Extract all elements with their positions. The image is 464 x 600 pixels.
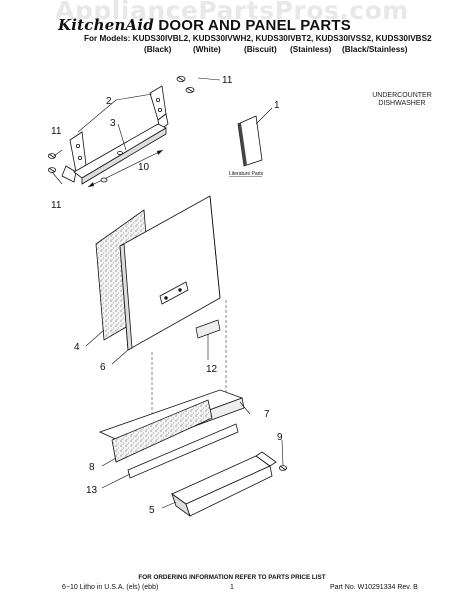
appliance-type-line2: DISHWASHER	[378, 100, 426, 107]
litho-info: 6−10 Litho in U.S.A. (els) (ebb)	[62, 584, 159, 591]
literature-parts: Literature Parts	[229, 115, 264, 177]
callout-6: 6	[100, 362, 106, 373]
callout-1: 1	[274, 100, 280, 111]
callout-12: 12	[206, 364, 218, 375]
model-list: For Models: KUDS30IVBL2, KUDS30IVWH2, KU…	[84, 34, 432, 43]
color-black-stainless: (Black/Stainless)	[342, 45, 408, 54]
brand-logo: KitchenAid	[58, 16, 154, 34]
dimension-line	[87, 149, 164, 188]
literature-label: Literature Parts	[229, 171, 264, 177]
right-bracket	[149, 85, 167, 121]
color-black: (Black)	[144, 45, 172, 54]
toe-kick-trim	[171, 451, 277, 518]
color-stainless: (Stainless)	[290, 45, 332, 54]
hinge-bracket-assembly	[48, 76, 195, 188]
callout-11-left: 11	[51, 126, 62, 137]
part-number: Part No. W10291334 Rev. B	[330, 584, 418, 591]
left-bracket	[69, 131, 87, 173]
page-number: 1	[230, 584, 234, 591]
appliance-type-line1: UNDERCOUNTER	[372, 92, 432, 99]
callout-8: 8	[89, 462, 95, 473]
trim-screw	[278, 465, 287, 471]
color-white: (White)	[193, 45, 221, 54]
appliance-type: UNDERCOUNTER DISHWASHER	[370, 92, 434, 108]
callout-11-top: 11	[222, 75, 233, 86]
callout-10: 10	[138, 162, 150, 173]
toe-panel-assembly	[98, 389, 245, 479]
callout-11-bottom: 11	[51, 200, 62, 211]
callout-5: 5	[149, 505, 155, 516]
callout-9: 9	[277, 432, 283, 443]
toe-panel-insulation	[111, 399, 213, 463]
toe-panel-gasket	[127, 423, 239, 479]
callout-13: 13	[86, 485, 98, 496]
callout-7: 7	[264, 409, 270, 420]
callout-3: 3	[110, 118, 116, 129]
screw-side	[48, 153, 57, 173]
callout-4: 4	[74, 342, 80, 353]
door-assembly	[95, 195, 221, 351]
color-biscuit: (Biscuit)	[244, 45, 277, 54]
left-bracket-foot	[61, 165, 77, 183]
callout-2: 2	[106, 96, 112, 107]
watermark: AppliancePartsPros.com	[55, 0, 409, 25]
nameplate-badge	[195, 319, 221, 339]
hinge-rail-edge	[81, 127, 167, 185]
ordering-note: FOR ORDERING INFORMATION REFER TO PARTS …	[138, 574, 326, 581]
leader-lines	[51, 77, 284, 509]
section-title: DOOR AND PANEL PARTS	[158, 17, 351, 34]
screw-top	[176, 76, 195, 94]
page-title: KitchenAid DOOR AND PANEL PARTS	[58, 16, 351, 34]
